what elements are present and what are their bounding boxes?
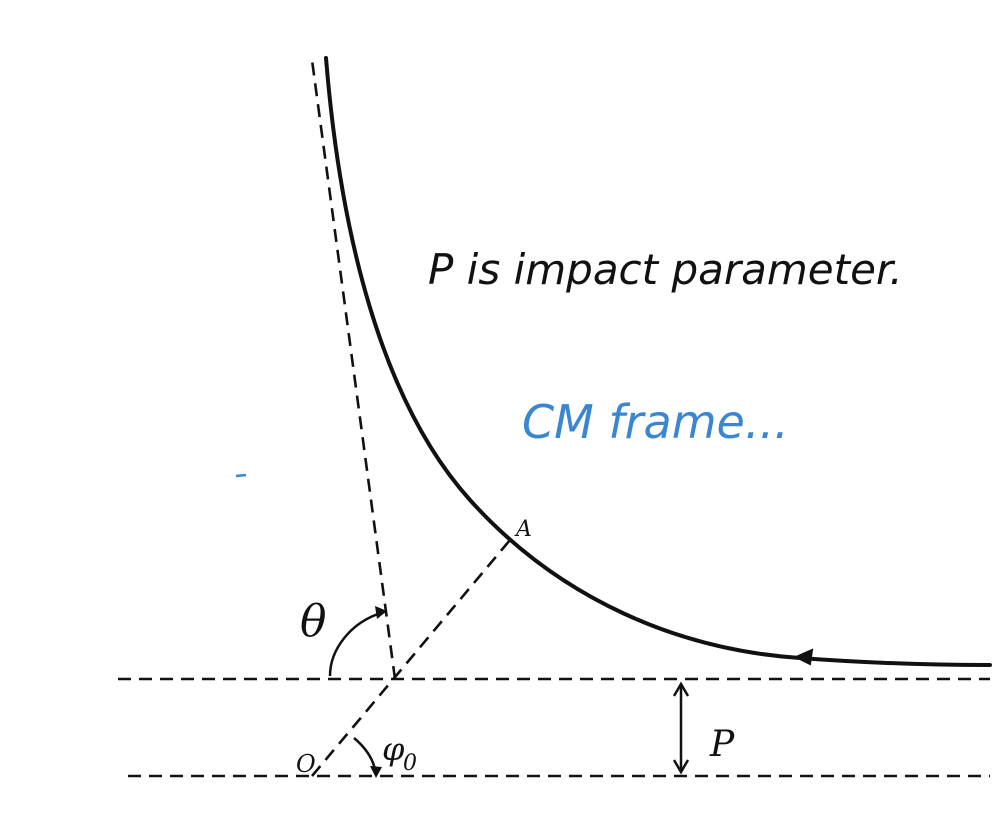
- theta-arc: [328, 610, 385, 677]
- phi-subscript-label: 0: [403, 751, 417, 776]
- theta-label: θ: [300, 596, 327, 647]
- p-dimension-arrow-bottom: [672, 759, 690, 775]
- impact-parameter-note: P is impact parameter.: [428, 245, 903, 294]
- apse-line: [311, 539, 511, 777]
- p-dimension-arrow-top: [672, 681, 690, 697]
- origin-label: O: [296, 750, 316, 778]
- impact-parameter-label: P: [709, 724, 735, 765]
- frame-note: CM frame...: [522, 395, 789, 449]
- trajectory-arrow: [793, 648, 814, 666]
- point-a-label: A: [514, 517, 532, 542]
- phi-arc-arrowhead: [370, 766, 382, 778]
- phi-label: φ: [382, 730, 405, 768]
- outgoing-asymptote: [310, 59, 397, 680]
- trajectory-curve: [324, 56, 992, 667]
- theta-arc-arrowhead: [375, 606, 387, 619]
- stray-blue-mark: [235, 473, 247, 478]
